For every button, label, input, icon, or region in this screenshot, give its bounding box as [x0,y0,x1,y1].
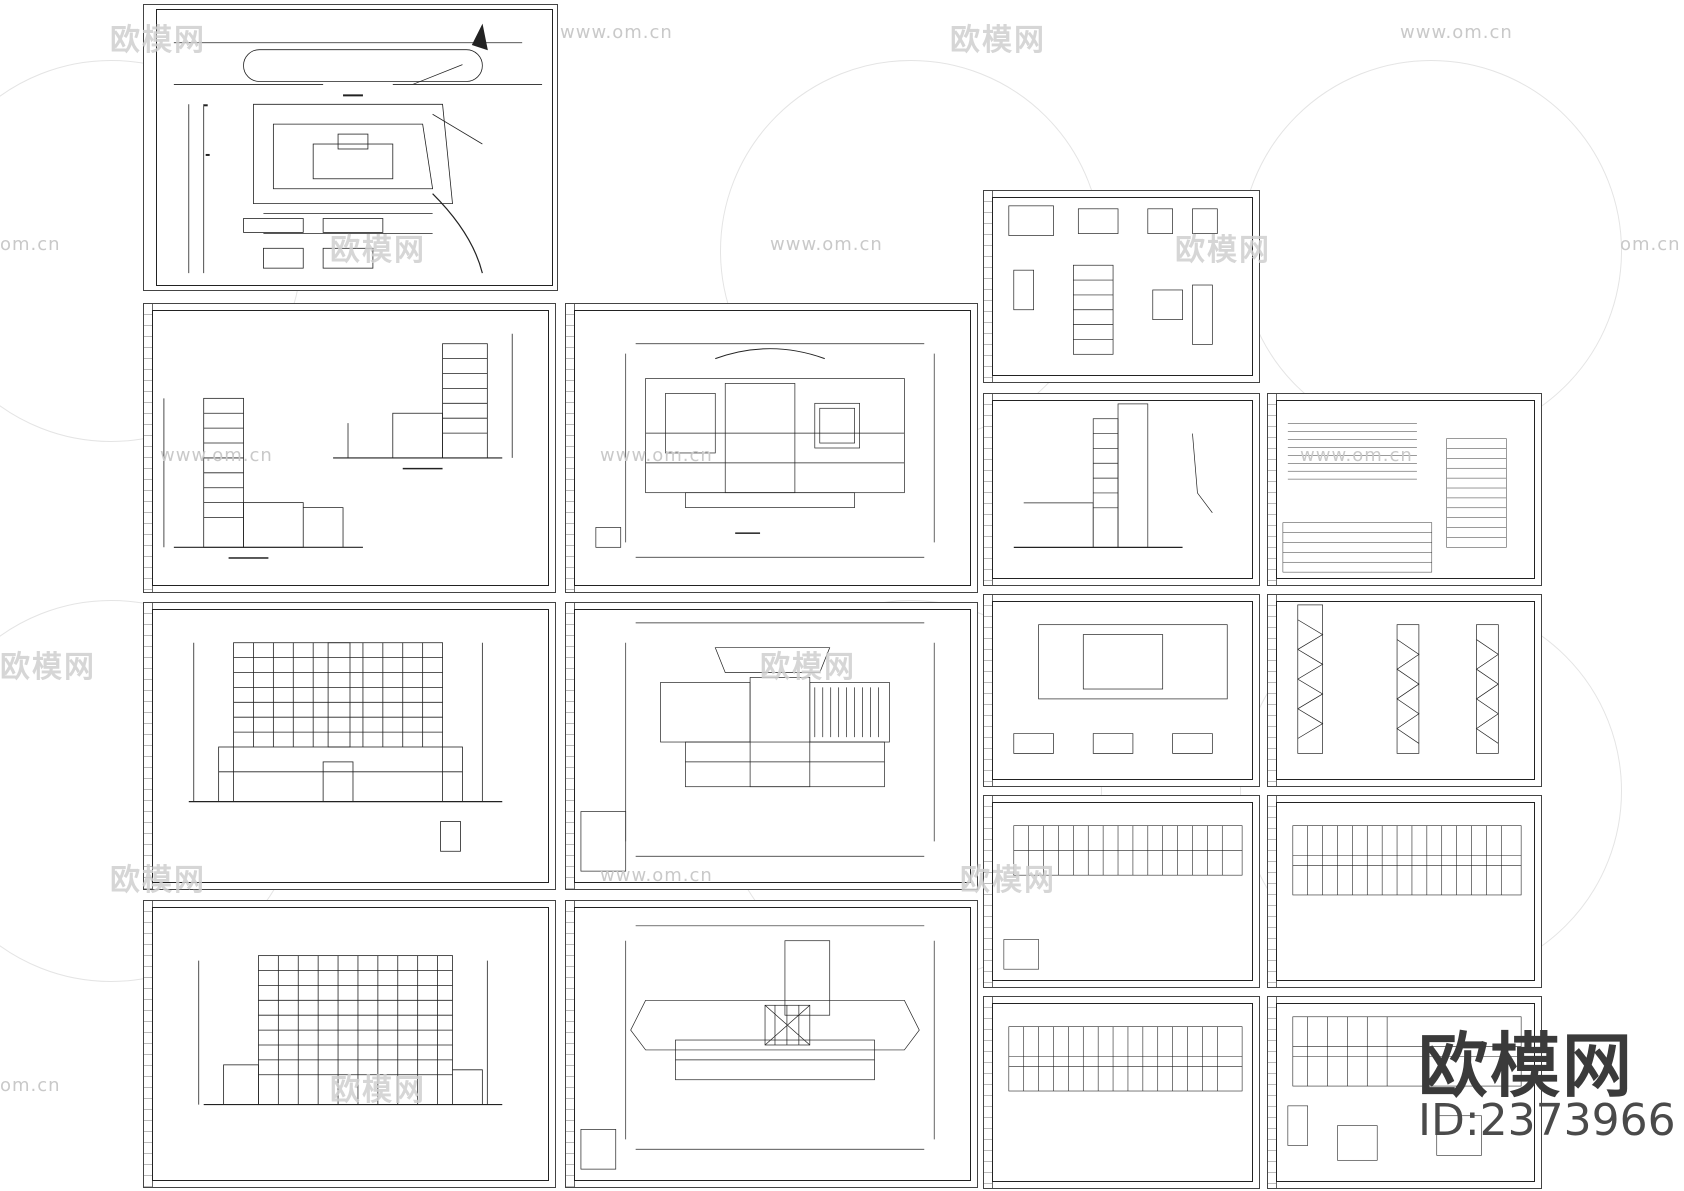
floor-plan-drawing [1003,825,1243,970]
drawing-sheet-plan-5[interactable] [1267,795,1542,988]
asset-id: ID:2373966 [1418,1095,1676,1146]
drawing-sheet-site-plan[interactable] [143,4,558,291]
drawing-sheet-plan-1[interactable] [565,303,978,593]
elevation-drawing [163,333,513,559]
watermark-logo: 欧模网 [1175,233,1271,268]
roof-plan-drawing [1013,624,1228,754]
drawing-sheet-plan-2[interactable] [565,602,978,890]
drawing-sheet-roof-plan[interactable] [983,594,1260,787]
watermark-arc [1240,60,1622,442]
drawing-sheet-side-elevations[interactable] [143,303,556,593]
watermark-logo: 欧模网 [760,650,856,685]
watermark-url: www.om.cn [600,445,713,466]
watermark-url: om.cn [0,234,61,255]
watermark-url: www.om.cn [1300,445,1413,466]
drawing-sheet-section[interactable] [983,393,1260,586]
watermark-logo: 欧模网 [950,23,1046,58]
floor-plan-drawing [1292,825,1522,896]
drawing-sheet-plan-7[interactable] [1267,996,1542,1189]
watermark-url: www.om.cn [770,234,883,255]
drawing-sheet-plan-6[interactable] [983,996,1260,1189]
watermark-url: om.cn [1620,234,1681,255]
front-elevation-drawing [188,642,503,852]
stair-drawing [1297,604,1499,754]
brand-logo: 欧模网 [1418,1025,1634,1107]
rear-elevation-drawing [198,955,503,1106]
watermark-logo: 欧模网 [330,233,426,268]
drawing-sheet-rear-elevation[interactable] [143,900,556,1188]
watermark-url: www.om.cn [1400,22,1513,43]
drawing-sheet-stairs[interactable] [1267,594,1542,787]
watermark-url: www.om.cn [160,445,273,466]
floor-plan-drawing [580,622,935,872]
watermark-logo: 欧模网 [110,863,206,898]
floor-plan-drawing [595,343,935,558]
floor-plan-drawing [1287,1016,1522,1161]
watermark-logo: 欧模网 [110,23,206,58]
watermark-logo: 欧模网 [960,863,1056,898]
watermark-logo: 欧模网 [0,650,96,685]
drawing-sheet-details[interactable] [983,190,1260,383]
section-drawing [1013,403,1213,548]
drawing-sheet-front-elevation[interactable] [143,602,556,890]
floor-plan-drawing [1008,1026,1243,1092]
drawing-sheet-notes[interactable] [1267,393,1542,586]
drawing-sheet-plan-3[interactable] [565,900,978,1188]
watermark-logo: 欧模网 [330,1073,426,1108]
site-plan-drawing [173,23,543,274]
watermark-url: www.om.cn [560,22,673,43]
detail-drawing [1008,205,1218,355]
watermark-url: www.om.cn [600,865,713,886]
drawing-sheet-plan-4[interactable] [983,795,1260,988]
notes-drawing [1282,423,1507,573]
watermark-url: om.cn [0,1075,61,1096]
floor-plan-drawing [580,925,935,1170]
